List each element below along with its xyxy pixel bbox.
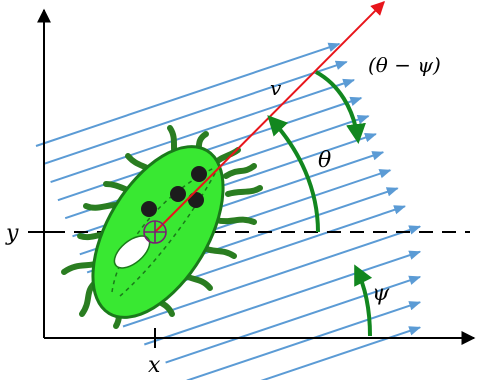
bug-eye xyxy=(188,192,204,208)
bug-body-spot xyxy=(113,235,151,269)
flow-arrows xyxy=(35,42,422,380)
label-y: y xyxy=(5,221,19,246)
flow-arrow xyxy=(165,275,422,364)
center-marker xyxy=(143,220,167,244)
label-v: v xyxy=(270,76,282,100)
label-x: x xyxy=(148,353,161,378)
bug-eye xyxy=(170,186,186,202)
flow-arrow xyxy=(50,78,356,184)
psi-arc xyxy=(354,264,373,337)
label-theta: θ xyxy=(318,148,331,173)
flow-arrow xyxy=(35,42,341,147)
label-psi: ψ xyxy=(372,281,390,306)
theta-minus-psi-arc xyxy=(315,70,366,144)
flow-arrow xyxy=(186,301,422,380)
flow-arrow xyxy=(260,326,422,380)
flow-arrow xyxy=(42,60,348,166)
theta-arc xyxy=(267,115,320,233)
bug-eye xyxy=(141,201,157,217)
bug-eye xyxy=(191,166,207,182)
heading-arrow xyxy=(154,1,385,233)
flow-arrow xyxy=(143,250,422,346)
label-theta-minus-psi: (θ − ψ) xyxy=(368,53,441,77)
